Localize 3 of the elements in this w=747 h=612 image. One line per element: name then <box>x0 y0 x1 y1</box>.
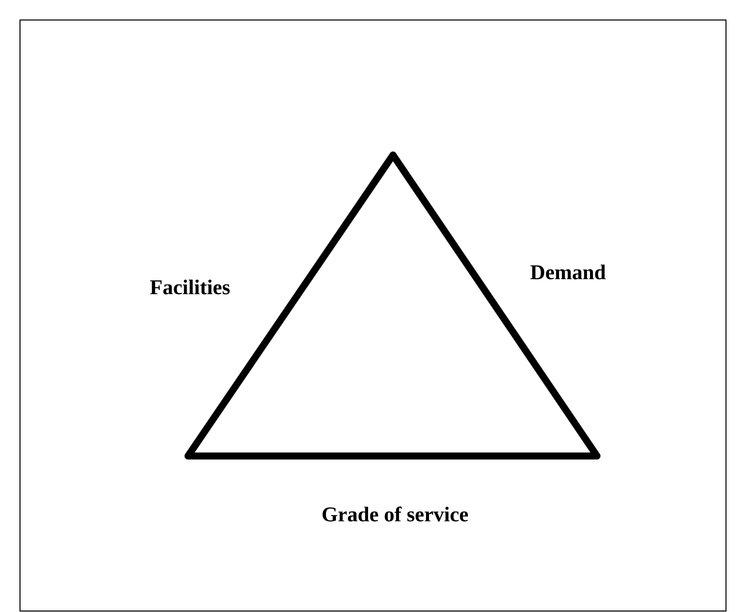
side-label: Grade of service <box>322 506 468 522</box>
side-label: Facilities <box>150 280 230 294</box>
side-label: Demand <box>530 264 606 280</box>
